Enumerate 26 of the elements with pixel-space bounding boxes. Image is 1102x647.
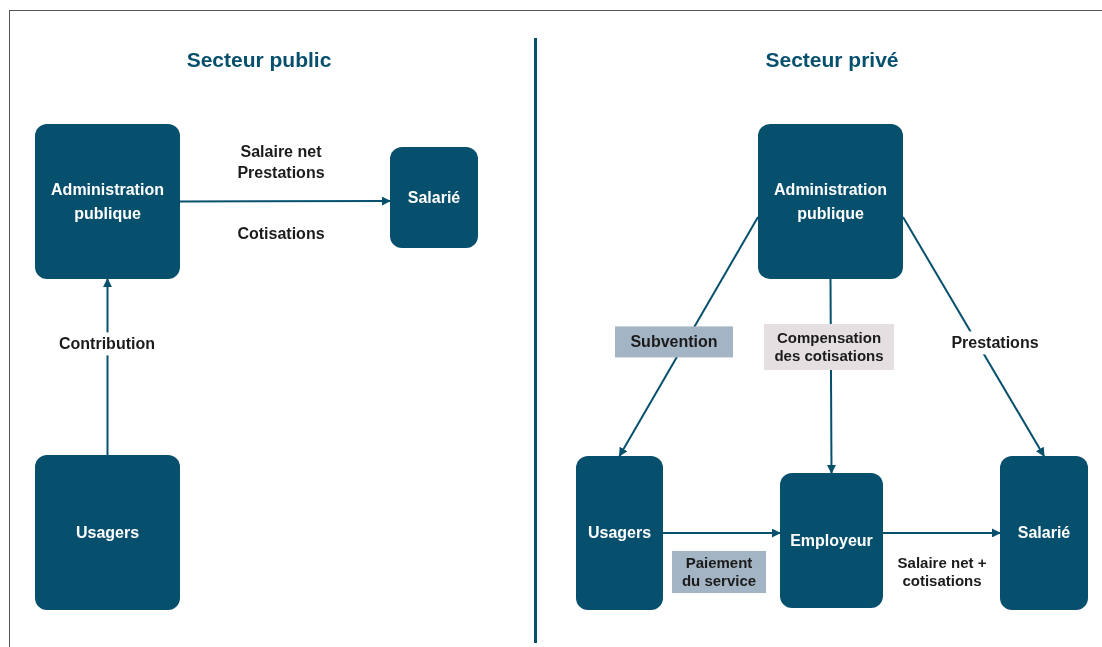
node-label: Administration publique (50, 180, 165, 224)
process-box (35, 124, 180, 279)
process-box (576, 456, 663, 610)
node-label: Usagers (587, 523, 652, 544)
node-label: Usagers (75, 522, 140, 543)
process-box (780, 473, 883, 608)
process-box (1000, 456, 1088, 610)
node-label: Administration publique (773, 180, 888, 224)
edge-label: Subvention (615, 326, 733, 358)
process-box (390, 147, 478, 248)
node-label: Salarié (1017, 523, 1071, 544)
section-heading: Secteur public (186, 48, 332, 72)
process-box (35, 455, 180, 610)
node-label: Salarié (407, 187, 461, 208)
arrow (662, 528, 781, 538)
arrow (179, 196, 391, 206)
edge-label: Compensation des cotisations (764, 324, 894, 370)
arrow (103, 278, 112, 456)
process-box (758, 124, 903, 279)
arrow (902, 216, 1045, 457)
arrow (882, 528, 1001, 538)
edge-label: Paiement du service (672, 551, 766, 593)
flow-label: Salaire net Prestations (236, 142, 326, 183)
flow-label: Cotisations (236, 223, 326, 244)
section-heading: Secteur privé (765, 48, 899, 72)
node-label: Employeur (790, 530, 873, 551)
